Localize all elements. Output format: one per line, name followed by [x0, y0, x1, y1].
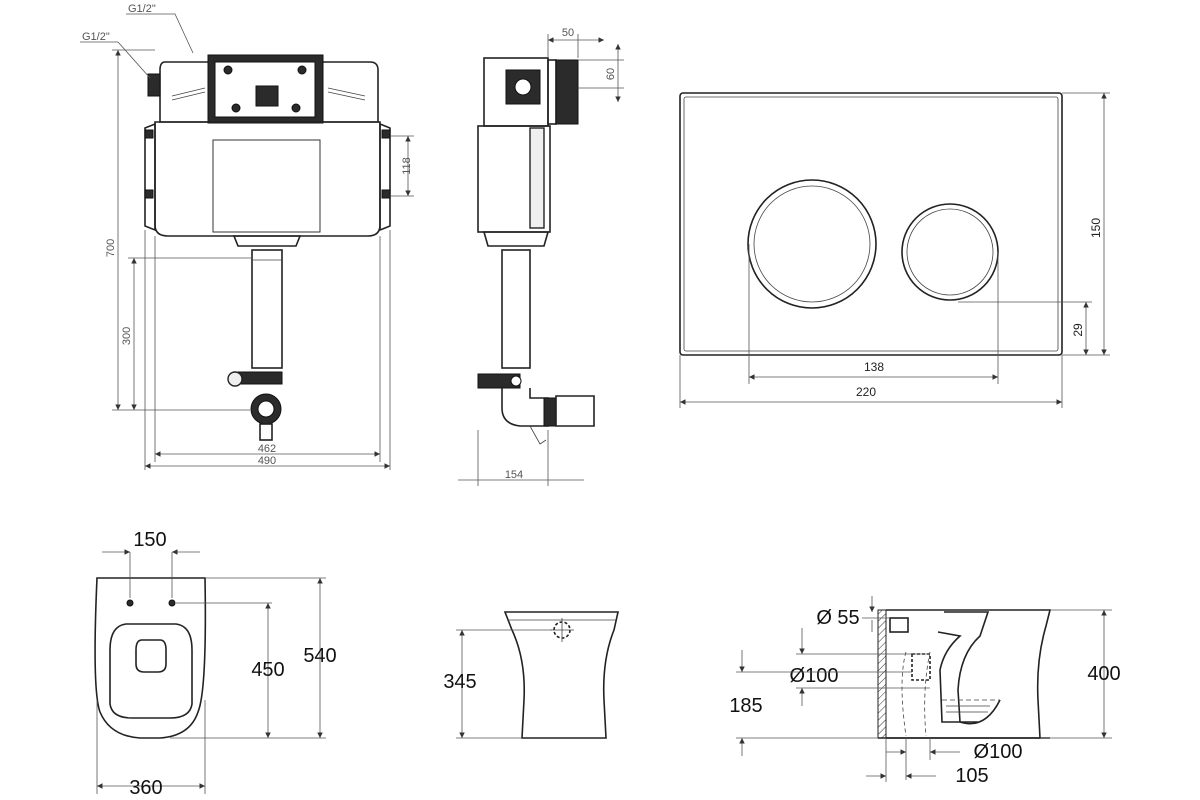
dim-label-540: 540 [303, 645, 336, 667]
bracket-bolt [381, 129, 391, 139]
trapway-outer [944, 611, 1001, 725]
flush-plate-outline [679, 92, 1063, 356]
side-threaded-inlet [555, 59, 579, 125]
dim-label-29: 29 [1071, 323, 1085, 337]
dim-label-150-plate: 150 [1089, 218, 1103, 238]
side-flush-collar [482, 231, 550, 247]
toilet-seat-opening [109, 623, 193, 719]
outlet-horn [911, 653, 931, 681]
valve-screw [291, 103, 301, 113]
dim-label-dia100-floor: Ø100 [974, 741, 1023, 763]
dim-label-60: 60 [605, 68, 617, 80]
dim-label-462: 462 [258, 443, 276, 455]
dim-label-490: 490 [258, 455, 276, 467]
flush-pipe [251, 249, 283, 369]
frame-slot-right [327, 87, 366, 101]
valve-screw [231, 103, 241, 113]
dim-label-220: 220 [856, 385, 876, 399]
side-outlet-connector [555, 395, 595, 427]
dim-label-154: 154 [505, 469, 523, 481]
side-inlet-spud [889, 617, 909, 633]
valve-screw [297, 65, 307, 75]
flush-button-small [901, 203, 999, 301]
bracket-right [379, 122, 391, 232]
bracket-left [144, 122, 156, 232]
dim-label-450: 450 [251, 659, 284, 681]
dim-label-360: 360 [129, 777, 162, 799]
service-opening [212, 139, 321, 233]
dim-label-185: 185 [729, 695, 762, 717]
fixing-hole-right [168, 599, 176, 607]
bracket-bolt [381, 189, 391, 199]
dim-label-50: 50 [562, 27, 574, 39]
wall-hatch [877, 609, 887, 739]
bracket-bolt [144, 189, 154, 199]
fixing-hole-left [126, 599, 134, 607]
dim-label-dia100-outlet: Ø100 [790, 665, 839, 687]
dim-label-400: 400 [1087, 663, 1120, 685]
toilet-water-spot [135, 639, 167, 673]
toilet-bowl-top-outline [94, 577, 207, 739]
leader-inlet-top [126, 13, 194, 54]
dim-label-105: 105 [955, 765, 988, 787]
flush-plate-view: 150 29 138 220 [679, 92, 1110, 408]
toilet-front-view: 345 [443, 611, 619, 739]
trapway-inner [937, 631, 978, 723]
dim-label-150-holes: 150 [133, 529, 166, 551]
water-inlet-fitting [147, 73, 161, 97]
flush-valve-collar [232, 235, 302, 247]
pipe-clamp [237, 371, 283, 385]
valve-screw [223, 65, 233, 75]
dim-label-300: 300 [121, 327, 133, 345]
frame-side-view: 50 60 154 [458, 27, 624, 486]
flush-button-large [747, 179, 877, 309]
dim-label-138: 138 [864, 360, 884, 374]
toilet-front-outline [503, 611, 619, 739]
label-inlet-side: G1/2" [82, 31, 110, 43]
bracket-bolt [144, 129, 154, 139]
valve-center-block [255, 85, 279, 107]
side-connector-plate [547, 59, 557, 125]
outlet-stub [259, 423, 273, 441]
label-inlet-top: G1/2" [128, 3, 156, 15]
side-outlet-bend [501, 388, 549, 427]
side-flush-pipe [501, 249, 531, 369]
dim-label-700: 700 [105, 239, 117, 257]
dim-label-dia55: Ø 55 [816, 607, 859, 629]
frame-slot-left [171, 87, 206, 101]
toilet-side-section-view: Ø 55 Ø100 185 400 Ø100 105 [729, 596, 1121, 787]
leader-inlet-side [80, 41, 151, 79]
dim-label-118: 118 [401, 157, 413, 175]
clamp-nut [227, 371, 243, 387]
toilet-top-view: 150 450 540 360 [94, 529, 337, 799]
dim-label-345: 345 [443, 671, 476, 693]
frame-front-view: G1/2" G1/2" 700 300 118 462 490 [80, 3, 414, 470]
floor-outlet-hidden [901, 651, 931, 737]
toilet-side-outline [886, 609, 1052, 739]
